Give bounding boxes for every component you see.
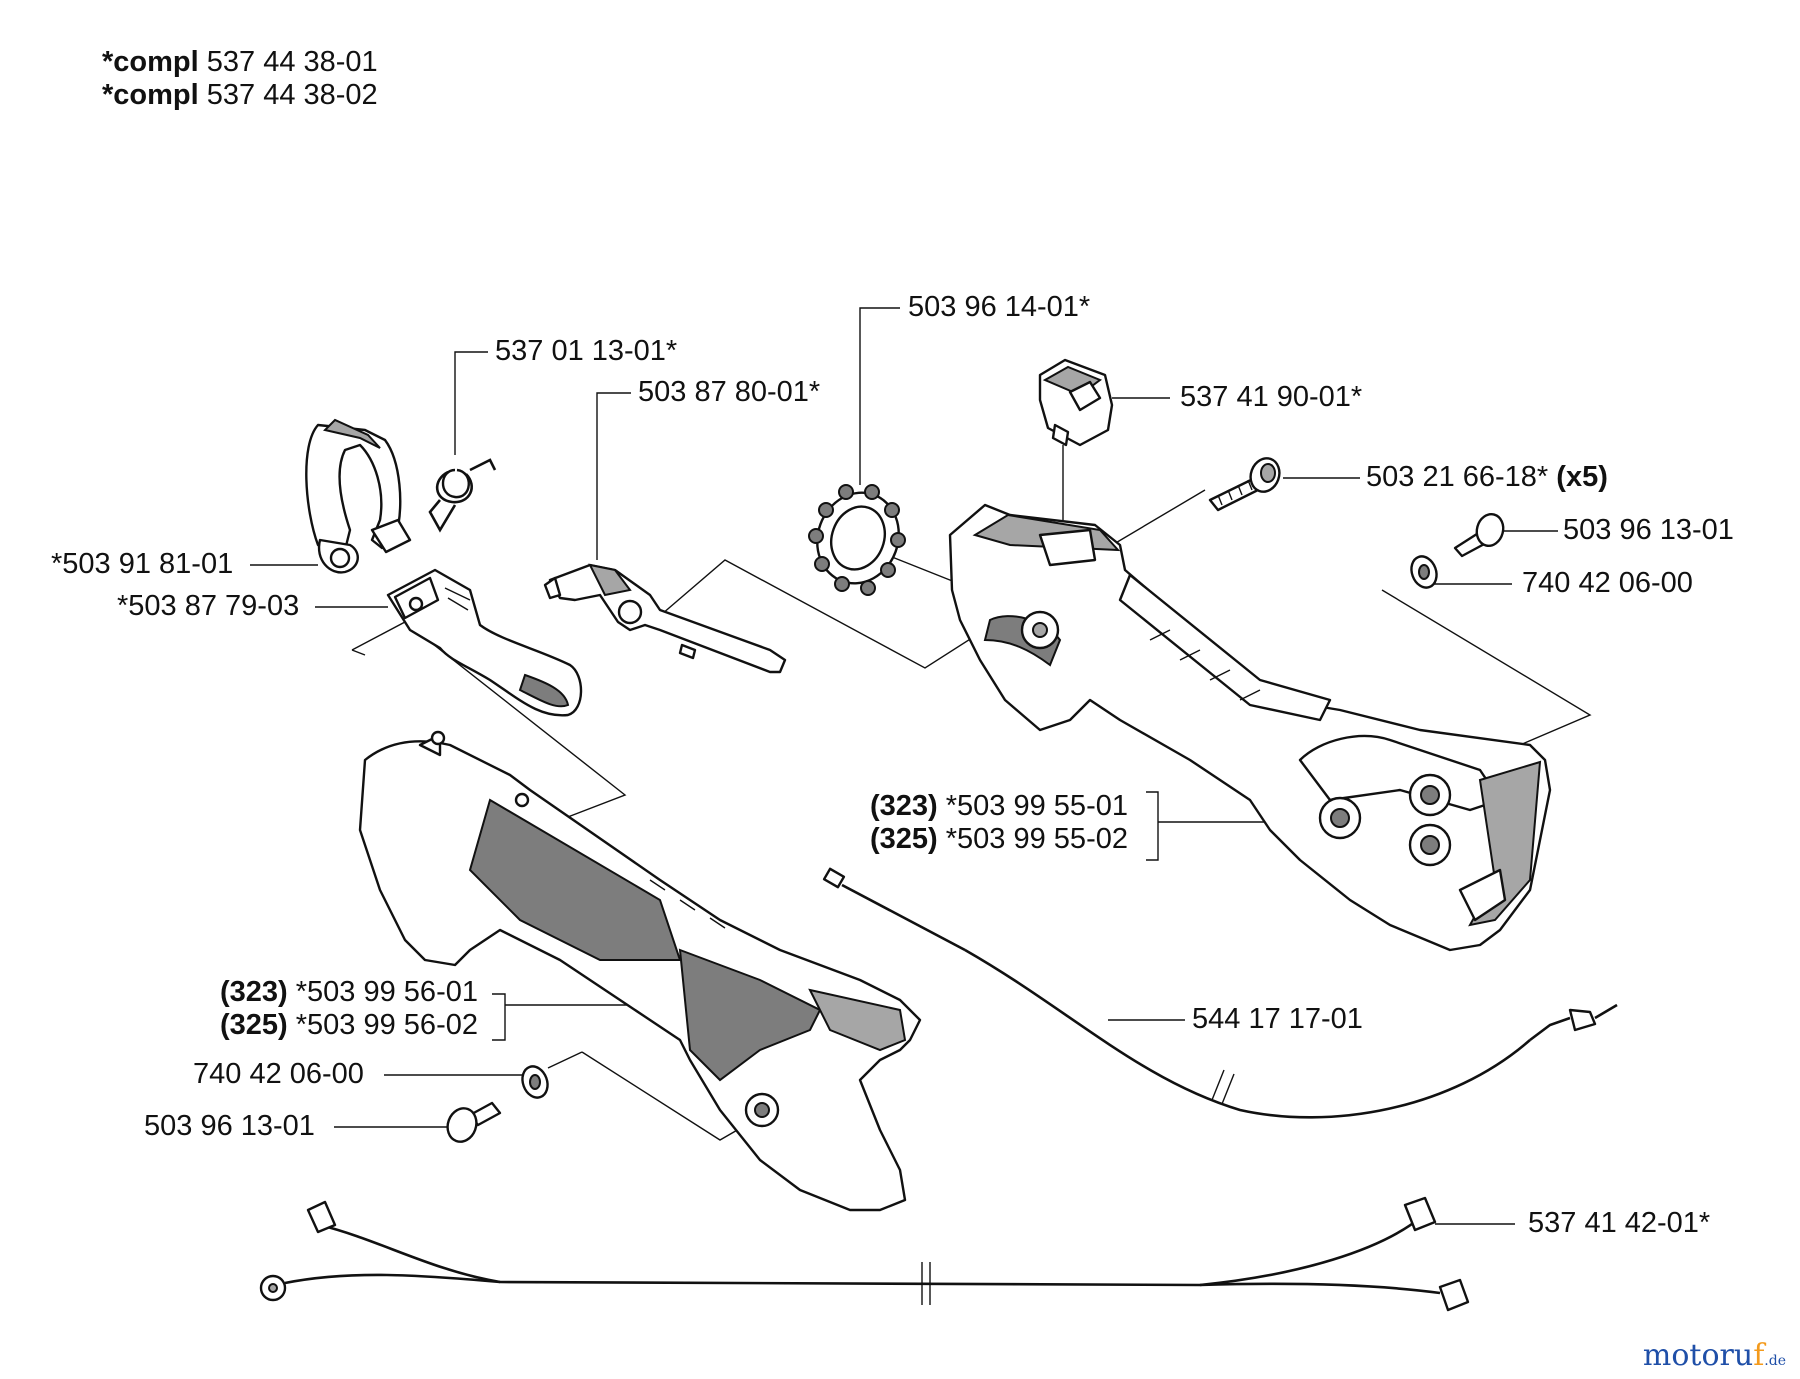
- label-325-left: (325) *503 99 56-02: [220, 1009, 478, 1042]
- handle-half-left-icon: [358, 730, 922, 1212]
- throttle-cable-icon: [822, 867, 1618, 1119]
- washer-icon: [521, 1065, 549, 1099]
- label-544-17-17-01: 544 17 17-01: [1192, 1003, 1363, 1035]
- handle-clamp-icon: [305, 418, 412, 574]
- label-503-87-79-03: *503 87 79-03: [117, 590, 300, 622]
- label-503-96-13-01-right: 503 96 13-01: [1563, 514, 1734, 546]
- label-323-right-number: *503 99 55-01: [945, 790, 1128, 822]
- label-503-91-81-01: *503 91 81-01: [51, 548, 234, 580]
- stop-switch-icon: [1038, 358, 1114, 447]
- label-503-21-66-18-number: 503 21 66-18*: [1366, 461, 1549, 493]
- label-323-right: (323) *503 99 55-01: [870, 790, 1128, 823]
- label-503-21-66-18: 503 21 66-18* (x5): [1366, 461, 1608, 494]
- label-325-left-code: (325): [220, 1009, 288, 1041]
- label-323-right-code: (323): [870, 790, 938, 822]
- label-740-42-06-00-left: 740 42 06-00: [193, 1058, 364, 1090]
- label-325-left-number: *503 99 56-02: [295, 1009, 478, 1041]
- label-323-left-number: *503 99 56-01: [295, 976, 478, 1008]
- handle-half-right-icon: [948, 503, 1552, 952]
- label-323-left-code: (323): [220, 976, 288, 1008]
- label-503-96-14-01: 503 96 14-01*: [908, 291, 1091, 323]
- compl-prefix-1: *compl: [102, 46, 199, 78]
- screw-icon: [1208, 457, 1281, 512]
- label-323-left: (323) *503 99 56-01: [220, 976, 478, 1009]
- label-325-right: (325) *503 99 55-02: [870, 823, 1128, 856]
- label-740-42-06-00-right: 740 42 06-00: [1522, 567, 1693, 599]
- trigger-lock-icon: [386, 568, 583, 717]
- label-537-41-42-01: 537 41 42-01*: [1528, 1207, 1711, 1239]
- label-325-right-code: (325): [870, 823, 938, 855]
- label-503-87-80-01: 503 87 80-01*: [638, 376, 821, 408]
- complete-part-line-2: *compl 537 44 38-02: [102, 79, 378, 112]
- washer-icon: [1410, 555, 1438, 589]
- compl-number-2: 537 44 38-02: [206, 79, 378, 111]
- compl-number-1: 537 44 38-01: [206, 46, 378, 78]
- label-503-96-13-01-left: 503 96 13-01: [144, 1110, 315, 1142]
- spring-icon: [428, 458, 497, 533]
- label-503-21-66-18-qty: (x5): [1556, 461, 1608, 493]
- throttle-lever-icon: [543, 563, 787, 674]
- compl-prefix-2: *compl: [102, 79, 199, 111]
- complete-part-line-1: *compl 537 44 38-01: [102, 46, 378, 79]
- screw-icon: [1453, 512, 1505, 558]
- label-325-right-number: *503 99 55-02: [945, 823, 1128, 855]
- label-537-01-13-01: 537 01 13-01*: [495, 335, 678, 367]
- motoruf-logo: motoruf.de: [1642, 1338, 1786, 1373]
- wiring-harness-icon: [259, 1196, 1470, 1312]
- screw-icon: [446, 1101, 502, 1143]
- damper-ring-icon: [808, 484, 906, 596]
- label-537-41-90-01: 537 41 90-01*: [1180, 381, 1363, 413]
